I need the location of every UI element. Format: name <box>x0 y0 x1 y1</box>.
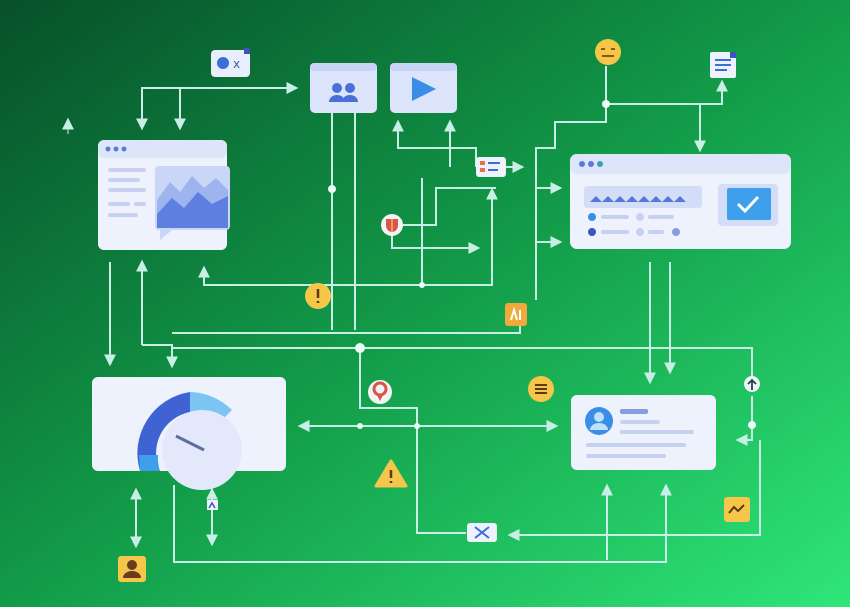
text-lines <box>108 168 146 217</box>
video-card[interactable] <box>390 63 457 113</box>
warning-icon <box>374 459 408 488</box>
users-icon <box>329 83 358 102</box>
gauge-icon <box>137 392 242 490</box>
chart-icon <box>724 497 750 522</box>
upload-icon <box>207 500 218 510</box>
svg-text:x: x <box>233 57 240 71</box>
form-check-card[interactable] <box>570 154 791 249</box>
user-profile-icon <box>585 407 613 435</box>
play-icon <box>412 77 436 101</box>
profile-card[interactable] <box>571 395 716 470</box>
user-icon <box>118 556 146 582</box>
emoji-icon <box>595 39 621 65</box>
menu-icon <box>528 376 554 402</box>
checkbox-icon <box>727 188 771 220</box>
area-chart-icon <box>155 166 230 240</box>
shuffle-icon <box>467 523 497 542</box>
info-icon <box>305 283 331 309</box>
gauge-card[interactable] <box>92 377 286 490</box>
arrow-up-icon <box>744 376 760 392</box>
pin-icon <box>368 380 392 404</box>
toggle-icon: x <box>211 48 250 77</box>
list-icon <box>476 157 506 177</box>
shield-icon <box>381 214 403 236</box>
users-card[interactable] <box>310 63 377 113</box>
junction-dots <box>328 100 756 429</box>
document-icon <box>710 52 736 78</box>
tool-icon <box>505 303 527 326</box>
browser-chart-card[interactable] <box>98 140 230 250</box>
